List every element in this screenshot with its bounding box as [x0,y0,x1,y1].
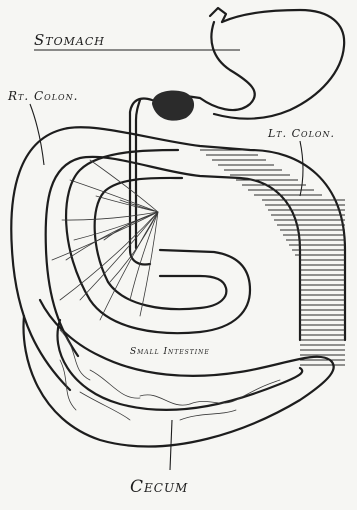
vessel-line [120,200,158,212]
vessel-line [140,395,190,405]
duodenum [130,99,152,265]
vessel-line [130,212,158,300]
vessel-line [80,392,130,420]
vessel-line [90,160,158,212]
vessel-line [180,410,236,420]
pylorus [152,91,194,121]
label-cecum: Cecum [130,477,188,497]
label-rt-colon: Rt. Colon. [7,89,78,103]
label-small-intestine: Small Intestine [130,347,210,357]
cecum [24,300,334,446]
stomach [186,8,344,119]
label-stomach: Stomach [34,31,105,49]
rt-colon-leader-line [30,104,44,165]
label-lt-colon: Lt. Colon. [267,127,335,140]
vessel-line [74,212,158,240]
lt-colon-leader-line [300,141,303,196]
vessel-line [60,212,158,300]
